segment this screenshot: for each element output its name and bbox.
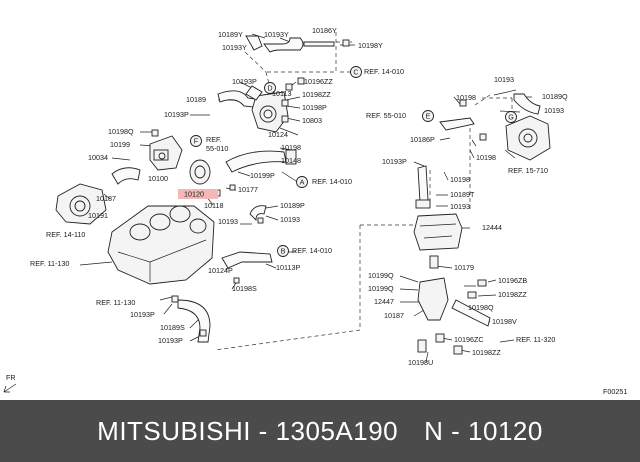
label-10803: 10803 xyxy=(302,116,322,125)
figure-code: F00251 xyxy=(603,387,627,396)
label-55-010: 55-010 xyxy=(206,144,228,153)
label-10124: 10124 xyxy=(268,130,288,139)
label-10187-a: 10187 xyxy=(96,194,116,203)
label-10198-a: 10198 xyxy=(281,143,301,152)
label-10193y-a: 10193Y xyxy=(264,30,289,39)
label-10199p: 10199P xyxy=(250,171,275,180)
label-10189y: 10189Y xyxy=(218,30,243,39)
label-10193-a: 10193 xyxy=(218,217,238,226)
label-10034: 10034 xyxy=(88,153,108,162)
label-10191: 10191 xyxy=(88,211,108,220)
label-ref-14-010-a: REF. 14-010 xyxy=(312,177,352,186)
label-10199q-a: 10199Q xyxy=(368,271,394,280)
label-12444: 12444 xyxy=(482,223,502,232)
label-10118: 10118 xyxy=(204,201,223,210)
label-10189p: 10189P xyxy=(280,201,305,210)
label-10193p-e: 10193P xyxy=(382,157,407,166)
label-10193p-c: 10193P xyxy=(130,310,155,319)
hose-10186y xyxy=(263,37,304,53)
footer-number: N - 10120 xyxy=(424,415,543,446)
label-10120: 10120 xyxy=(184,190,204,199)
clip-10198y xyxy=(342,39,350,47)
label-ref-15-710: REF. 15-710 xyxy=(508,166,548,175)
part-labels: 10189Y 10193Y 10193Y 10186Y 10198Y REF. … xyxy=(30,26,568,367)
label-10196zz: 10196ZZ xyxy=(304,77,333,86)
fr-label: FR xyxy=(6,373,16,382)
label-10186p: 10186P xyxy=(410,135,435,144)
label-10198u: 10198U xyxy=(408,358,433,367)
label-10198p: 10198P xyxy=(302,103,327,112)
front-arrow-icon xyxy=(3,383,17,393)
label-ref-55-010: REF. 55-010 xyxy=(366,111,406,120)
hose-10189q xyxy=(513,93,541,115)
label-10198v: 10198V xyxy=(492,317,517,326)
footer-brand-part: MITSUBISHI - 1305A190 xyxy=(97,415,399,446)
label-10198-d: 10198 xyxy=(450,175,470,184)
label-10193y-b: 10193Y xyxy=(222,43,247,52)
part-drawings xyxy=(55,35,551,355)
label-10198-c: 10198 xyxy=(476,153,496,162)
label-10198-b: 10198 xyxy=(456,93,476,102)
callout-f: F xyxy=(194,137,199,146)
label-10193-c: 10193 xyxy=(494,75,514,84)
callout-b: B xyxy=(281,247,286,256)
highlight-10120 xyxy=(178,189,218,199)
label-10186y: 10186Y xyxy=(312,26,337,35)
callout-c: C xyxy=(353,68,358,77)
label-10100: 10100 xyxy=(148,174,168,183)
label-10193p-a: 10193P xyxy=(232,77,257,86)
label-10177: 10177 xyxy=(238,185,258,194)
label-10193-b: 10193 xyxy=(280,215,300,224)
label-10198q-a: 10198Q xyxy=(108,127,134,136)
label-10189: 10189 xyxy=(186,95,206,104)
hose-10189t xyxy=(417,165,429,203)
hose-10034 xyxy=(111,167,141,185)
footer-banner: MITSUBISHI - 1305A190 N - 10120 xyxy=(0,400,640,462)
label-10189s: 10189S xyxy=(160,323,185,332)
tank-12444 xyxy=(413,213,463,251)
label-10124p: 10124P xyxy=(208,266,233,275)
callout-a: A xyxy=(300,178,305,187)
callout-e: E xyxy=(426,112,431,121)
label-12447: 12447 xyxy=(374,297,394,306)
label-10113p: 10113P xyxy=(276,263,300,272)
label-ref-14-010-c: REF. 14-010 xyxy=(364,67,404,76)
label-10199q-b: 10199Q xyxy=(368,284,394,293)
label-10179: 10179 xyxy=(454,263,474,272)
label-ref-11-130-a: REF. 11-130 xyxy=(30,259,69,268)
callout-d: D xyxy=(267,84,272,93)
hose-10148 xyxy=(225,150,287,173)
label-10189t: 10189T xyxy=(450,190,475,199)
label-ref-a: REF. xyxy=(206,135,222,144)
label-10198y: 10198Y xyxy=(358,41,383,50)
label-10196zc: 10196ZC xyxy=(454,335,484,344)
label-ref-14-110: REF. 14-110 xyxy=(46,230,85,239)
pipe-10124p xyxy=(221,251,273,269)
label-10193-e: 10193 xyxy=(450,202,470,211)
label-10113: 10113 xyxy=(272,89,291,98)
callout-g: G xyxy=(508,113,514,122)
label-ref-14-010-b: REF. 14-010 xyxy=(292,246,332,255)
label-10187-b: 10187 xyxy=(384,311,404,320)
label-10199: 10199 xyxy=(110,140,130,149)
pipe-10186p xyxy=(439,117,475,131)
label-10193-d: 10193 xyxy=(544,106,564,115)
label-10193p-d: 10193P xyxy=(158,336,183,345)
label-10198zz-c: 10198ZZ xyxy=(472,348,501,357)
label-10148: 10148 xyxy=(281,156,301,165)
callouts: A B C D E F G xyxy=(190,66,517,257)
front-direction-indicator: FR xyxy=(3,373,17,393)
label-ref-11-320: REF. 11-320 xyxy=(516,335,555,344)
label-10198s: 10198S xyxy=(232,284,257,293)
label-10198q-b: 10198Q xyxy=(468,303,494,312)
label-10198zz-a: 10198ZZ xyxy=(302,90,331,99)
bracket-12447 xyxy=(417,277,449,321)
label-10193p-b: 10193P xyxy=(164,110,189,119)
parts-diagram: A B C D E F G 10189Y 10193Y 10193Y 10186… xyxy=(3,26,628,396)
label-10189q: 10189Q xyxy=(542,92,568,101)
label-10198zz-b: 10198ZZ xyxy=(498,290,527,299)
label-10196zb: 10196ZB xyxy=(498,276,527,285)
label-ref-11-130-b: REF. 11-130 xyxy=(96,298,135,307)
